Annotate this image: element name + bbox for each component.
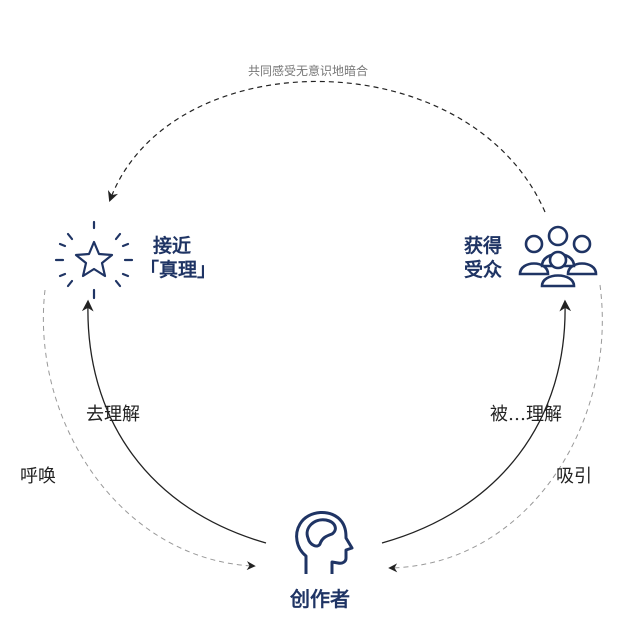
arc-left-dashed — [43, 289, 256, 571]
people-group-icon — [518, 225, 598, 288]
edge-label-attract: 吸引 — [556, 466, 592, 487]
top-edge-label: 共同感受无意识地暗合 — [248, 64, 369, 78]
arc-right-solid — [381, 299, 572, 544]
node-creator-label: 创作者 — [290, 587, 350, 611]
arc-left-solid — [81, 299, 267, 544]
audience-line2: 受众 — [464, 259, 503, 281]
truth-line2: 「真理」 — [140, 259, 217, 281]
truth-line1: 接近 — [153, 235, 192, 257]
edge-label-be-understood: 被…理解 — [490, 404, 562, 425]
node-truth-label: 接近 「真理」 — [140, 234, 216, 282]
arc-top-dashed — [107, 80, 546, 213]
edge-label-understand: 去理解 — [86, 404, 140, 425]
star-icon — [54, 220, 134, 300]
node-audience-label: 获得 受众 — [464, 234, 502, 282]
audience-line1: 获得 — [464, 235, 503, 257]
edge-label-call: 呼唤 — [20, 466, 56, 487]
head-brain-icon — [295, 511, 354, 574]
arc-right-dashed — [388, 284, 603, 573]
